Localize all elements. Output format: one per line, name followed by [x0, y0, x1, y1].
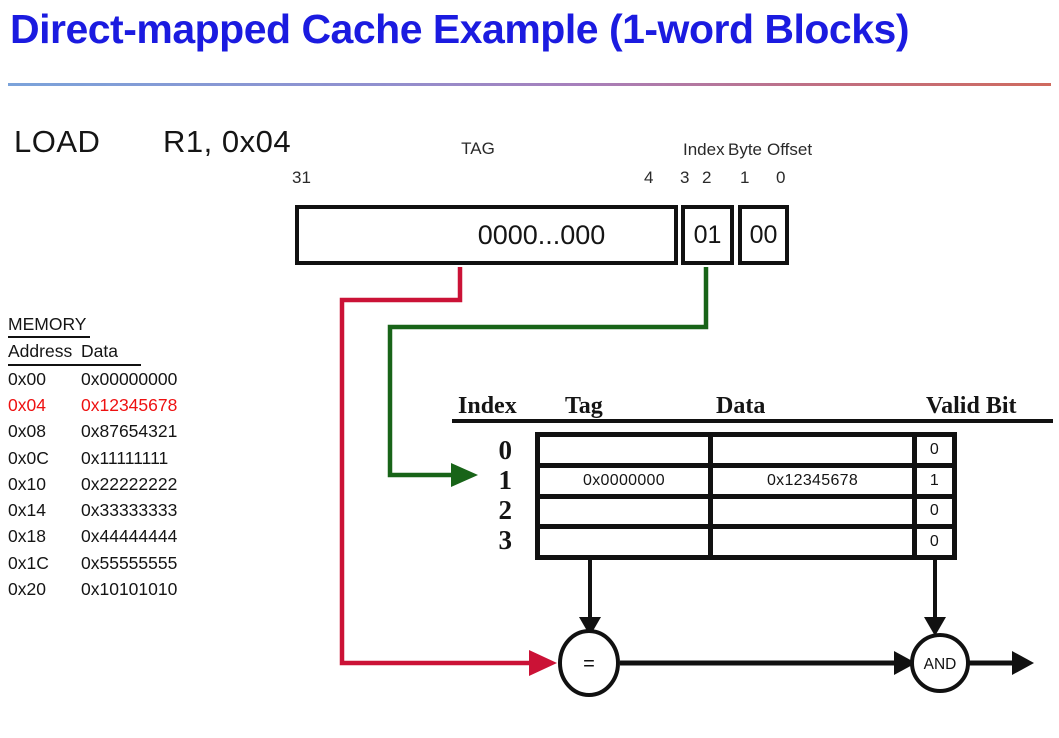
- bit-number-2: 2: [702, 168, 712, 187]
- and-gate-label: AND: [924, 656, 957, 673]
- title-divider: [8, 83, 1051, 86]
- offset-field-label: Offset: [767, 140, 813, 159]
- index-select-arrowhead-icon: [451, 463, 478, 487]
- cache-tag-header: Tag: [565, 393, 603, 419]
- memory-table-header: Address Data: [8, 341, 141, 366]
- cache-tag-arrowhead-icon: [579, 617, 601, 636]
- cache-tag-cell: [540, 437, 708, 463]
- memory-row: 0x0C 0x11111111: [8, 445, 177, 471]
- memory-address: 0x04: [8, 394, 46, 415]
- address-tag-box: 0000...000: [295, 205, 678, 265]
- cache-data-cell: [713, 498, 912, 525]
- byte-field-label: Byte: [728, 140, 763, 159]
- memory-data: 0x87654321: [81, 421, 178, 442]
- cache-data-cell: [713, 529, 912, 555]
- memory-data: 0x44444444: [81, 526, 178, 547]
- cache-header-underline: [452, 419, 1053, 423]
- memory-address: 0x00: [8, 368, 46, 389]
- bit-number-1: 1: [740, 168, 750, 187]
- memory-row-highlighted: 0x04 0x12345678: [8, 392, 177, 418]
- memory-address: 0x10: [8, 473, 46, 494]
- comparator-symbol: =: [583, 653, 595, 675]
- cache-row-index-3: 3: [498, 525, 513, 555]
- memory-row: 0x1C 0x55555555: [8, 550, 177, 576]
- memory-data: 0x55555555: [81, 552, 178, 573]
- memory-address-header: Address: [8, 341, 73, 361]
- cache-valid-bit-header: Valid Bit: [926, 393, 1017, 419]
- memory-row: 0x14 0x33333333: [8, 497, 177, 523]
- cache-tag-cell: [540, 498, 708, 525]
- cache-data-cell: 0x12345678: [713, 467, 912, 494]
- memory-table-title: MEMORY: [8, 314, 91, 338]
- cache-valid-cell: 0: [917, 437, 952, 463]
- memory-address: 0x1C: [8, 552, 49, 573]
- and-gate-circle: [910, 633, 970, 693]
- cache-index-header: Index: [458, 393, 517, 419]
- cache-data-cell: [713, 437, 912, 463]
- memory-address: 0x14: [8, 500, 46, 521]
- memory-data: 0x22222222: [81, 473, 178, 494]
- cache-valid-cell: 0: [917, 498, 952, 525]
- address-offset-box: 00: [738, 205, 789, 265]
- instruction-operands: R1, 0x04: [163, 124, 292, 159]
- cache-tag-cell: 0x0000000: [540, 467, 708, 494]
- memory-address: 0x08: [8, 421, 46, 442]
- memory-data: 0x12345678: [81, 394, 178, 415]
- cache-valid-cell: 0: [917, 529, 952, 555]
- cache-tag-cell: [540, 529, 708, 555]
- memory-data-header: Data: [81, 341, 118, 361]
- address-tag-value: 0000...000: [477, 219, 606, 250]
- comparator-to-and-arrowhead-icon: [894, 651, 916, 675]
- cache-table: 0 0x0000000 0x12345678 1 0 0: [535, 432, 957, 560]
- memory-row: 0x10 0x22222222: [8, 471, 177, 497]
- memory-row: 0x00 0x00000000: [8, 366, 177, 392]
- bit-number-31: 31: [292, 168, 311, 187]
- page-title: Direct-mapped Cache Example (1-word Bloc…: [10, 6, 909, 52]
- memory-data: 0x00000000: [81, 368, 178, 389]
- memory-row: 0x08 0x87654321: [8, 419, 177, 445]
- memory-address: 0x20: [8, 579, 46, 600]
- memory-data: 0x11111111: [81, 447, 169, 468]
- memory-data: 0x10101010: [81, 579, 178, 600]
- instruction-opcode: LOAD: [14, 124, 101, 159]
- cache-row-index-2: 2: [498, 495, 513, 525]
- and-output-arrowhead-icon: [1012, 651, 1034, 675]
- address-index-value: 01: [693, 220, 722, 249]
- address-index-box: 01: [681, 205, 734, 265]
- tag-compare-arrowhead-icon: [529, 650, 557, 676]
- comparator-circle: [558, 629, 620, 697]
- memory-address: 0x18: [8, 526, 46, 547]
- address-offset-value: 00: [749, 220, 778, 249]
- memory-table: 0x00 0x00000000 0x04 0x12345678 0x08 0x8765…: [8, 366, 177, 603]
- tag-field-label: TAG: [461, 139, 495, 158]
- bit-number-4: 4: [644, 168, 654, 187]
- valid-bit-arrowhead-icon: [924, 617, 946, 636]
- cache-row-index-1: 1: [498, 465, 513, 495]
- index-field-label: Index: [683, 140, 725, 159]
- memory-row: 0x20 0x10101010: [8, 576, 177, 602]
- bit-number-3: 3: [680, 168, 690, 187]
- cache-valid-cell: 1: [917, 467, 952, 494]
- bit-number-0: 0: [776, 168, 786, 187]
- memory-address: 0x0C: [8, 447, 49, 468]
- cache-row-index-0: 0: [498, 435, 513, 465]
- memory-data: 0x33333333: [81, 500, 178, 521]
- cache-data-header: Data: [716, 393, 766, 419]
- memory-row: 0x18 0x44444444: [8, 524, 177, 550]
